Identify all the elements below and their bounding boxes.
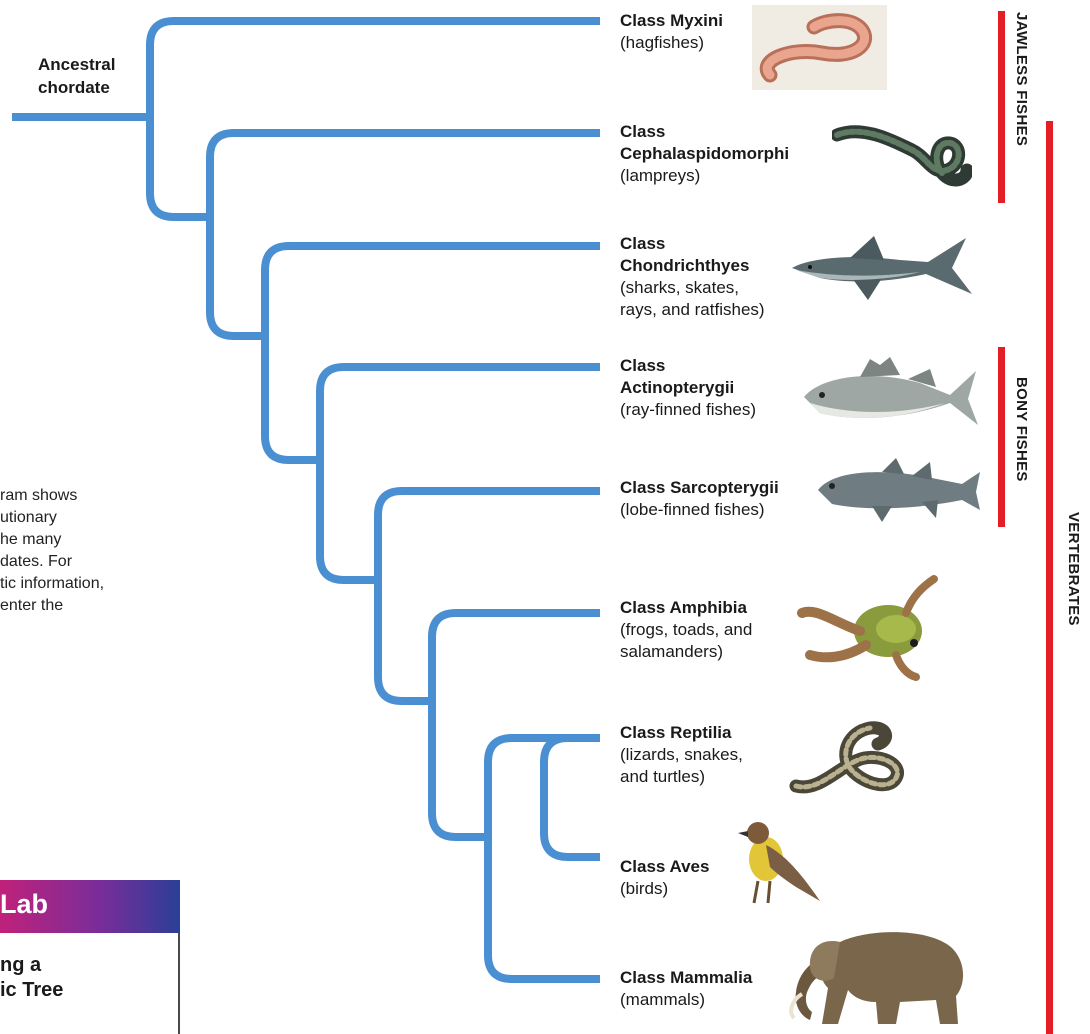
- frog-illustration: [796, 573, 941, 683]
- taxon-mammalia: Class Mammalia (mammals): [620, 967, 752, 1011]
- shark-illustration: [790, 232, 980, 304]
- ray-finned-fish-illustration: [800, 355, 980, 435]
- taxon-sarcopterygii: Class Sarcopterygii (lobe-finned fishes): [620, 477, 779, 521]
- taxon-amphibia: Class Amphibia (frogs, toads, and salama…: [620, 597, 752, 663]
- taxon-aves: Class Aves (birds): [620, 856, 709, 900]
- lamprey-illustration: [832, 115, 972, 190]
- root-label-ancestral-chordate: Ancestral chordate: [38, 53, 115, 99]
- taxon-cephalaspidomorphi: Class Cephalaspidomorphi (lampreys): [620, 121, 789, 187]
- branch-node-4: [320, 367, 600, 580]
- bird-illustration: [736, 815, 826, 910]
- branch-node-5: [378, 491, 600, 701]
- vertebrates-bracket: [1046, 121, 1053, 1034]
- snake-illustration: [778, 720, 918, 800]
- bony-fishes-label: BONY FISHES: [1012, 377, 1030, 482]
- coelacanth-illustration: [812, 458, 982, 523]
- taxon-reptilia: Class Reptilia (lizards, snakes, and tur…: [620, 722, 743, 788]
- branch-node-6: [432, 613, 600, 837]
- taxon-chondrichthyes: Class Chondrichthyes (sharks, skates, ra…: [620, 233, 765, 321]
- elephant-illustration: [780, 918, 980, 1030]
- branch-node-1: [150, 21, 600, 217]
- taxon-myxini: Class Myxini (hagfishes): [620, 10, 723, 54]
- vertebrates-label: VERTEBRATES: [1064, 512, 1082, 626]
- taxon-actinopterygii: Class Actinopterygii (ray-finned fishes): [620, 355, 756, 421]
- hagfish-illustration: [752, 5, 887, 90]
- jawless-fishes-label: JAWLESS FISHES: [1012, 12, 1030, 146]
- jawless-fishes-bracket: [998, 11, 1005, 203]
- lab-box: ng a ic Tree: [0, 933, 180, 1034]
- caption-fragment: ram shows utionary he many dates. For ti…: [0, 485, 130, 617]
- branch-node-reptiles-birds: [544, 738, 600, 857]
- bony-fishes-bracket: [998, 347, 1005, 527]
- lab-header: Lab: [0, 880, 180, 933]
- branch-node-3: [265, 246, 600, 460]
